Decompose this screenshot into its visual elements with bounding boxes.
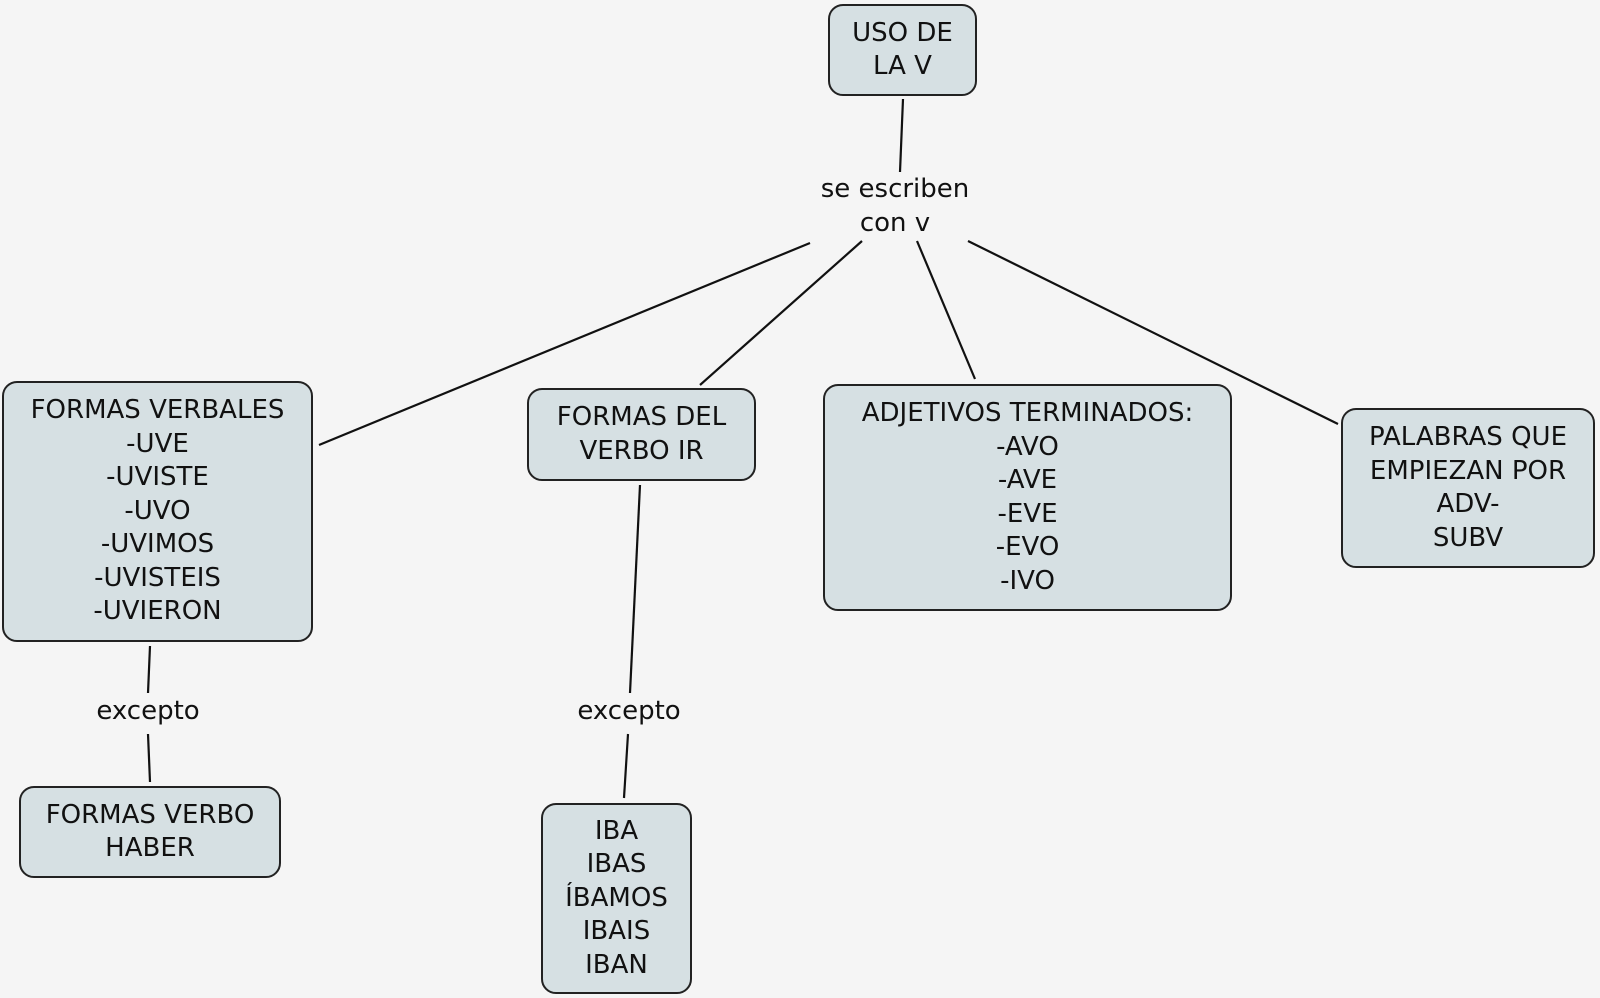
node-line: HABER [105, 833, 195, 863]
node-line: -UVO [124, 495, 191, 526]
connector-excepto-to-haber [146, 733, 152, 783]
concept-uso-de-la-v: USO DE LA V [828, 4, 977, 96]
node-line: -EVO [995, 532, 1060, 562]
link-label-excepto-ir: excepto [559, 695, 699, 729]
link-line: se escriben [820, 174, 970, 204]
node-line: IBA [594, 815, 639, 846]
concept-formas-del-verbo-ir: FORMAS DEL VERBO IR [527, 388, 756, 481]
node-line: -UVISTEIS [94, 562, 221, 593]
node-line: IBAS [586, 849, 647, 880]
node-line: -AVO [996, 431, 1059, 462]
connector-root-to-link [898, 98, 905, 173]
node-line: -UVIERON [93, 596, 222, 627]
node-line: LA V [873, 51, 932, 81]
connector-link-to-adjetivos [915, 240, 977, 380]
node-line: PALABRAS QUE [1369, 422, 1567, 452]
node-line: IBAIS [582, 916, 651, 947]
node-line: -IVO [1000, 565, 1055, 596]
node-line: ADV- [1436, 489, 1500, 519]
node-line: FORMAS DEL [556, 402, 727, 432]
node-line: ÍBAMOS [565, 882, 668, 913]
node-line: VERBO IR [579, 435, 704, 466]
node-line: -AVE [997, 465, 1058, 495]
node-line: ADJETIVOS TERMINADOS: [861, 398, 1194, 428]
node-line: FORMAS VERBALES [30, 395, 285, 426]
link-line: excepto [96, 696, 200, 726]
concept-iba-forms: IBA IBAS ÍBAMOS IBAIS IBAN [541, 803, 692, 994]
link-label-excepto-verbales: excepto [78, 695, 218, 729]
concept-palabras-adv-subv: PALABRAS QUE EMPIEZAN POR ADV- SUBV [1341, 408, 1595, 568]
concept-formas-verbales: FORMAS VERBALES -UVE -UVISTE -UVO -UVIMO… [2, 381, 313, 642]
connector-formas-ir-to-excepto [628, 484, 642, 694]
concept-formas-verbo-haber: FORMAS VERBO HABER [19, 786, 281, 878]
connector-formas-verbales-to-excepto [146, 645, 152, 694]
connector-link-to-palabras [967, 240, 1339, 425]
node-line: USO DE [852, 17, 953, 48]
link-label-se-escriben: se escriben con v [795, 173, 995, 240]
concept-adjetivos-terminados: ADJETIVOS TERMINADOS: -AVO -AVE -EVE -EV… [823, 384, 1232, 611]
node-line: -EVE [997, 498, 1058, 529]
node-line: -UVISTE [106, 462, 209, 493]
connector-link-to-formas-verbales [318, 241, 811, 447]
node-line: IBAN [585, 949, 648, 980]
node-line: -UVIMOS [100, 529, 215, 560]
link-line: con v [859, 207, 931, 238]
node-line: FORMAS VERBO [45, 799, 255, 830]
connector-excepto-to-iba [622, 733, 630, 799]
node-line: SUBV [1432, 522, 1504, 553]
link-line: excepto [577, 696, 681, 726]
connector-link-to-formas-ir [699, 240, 863, 386]
node-line: -UVE [126, 428, 189, 459]
node-line: EMPIEZAN POR [1369, 455, 1567, 486]
